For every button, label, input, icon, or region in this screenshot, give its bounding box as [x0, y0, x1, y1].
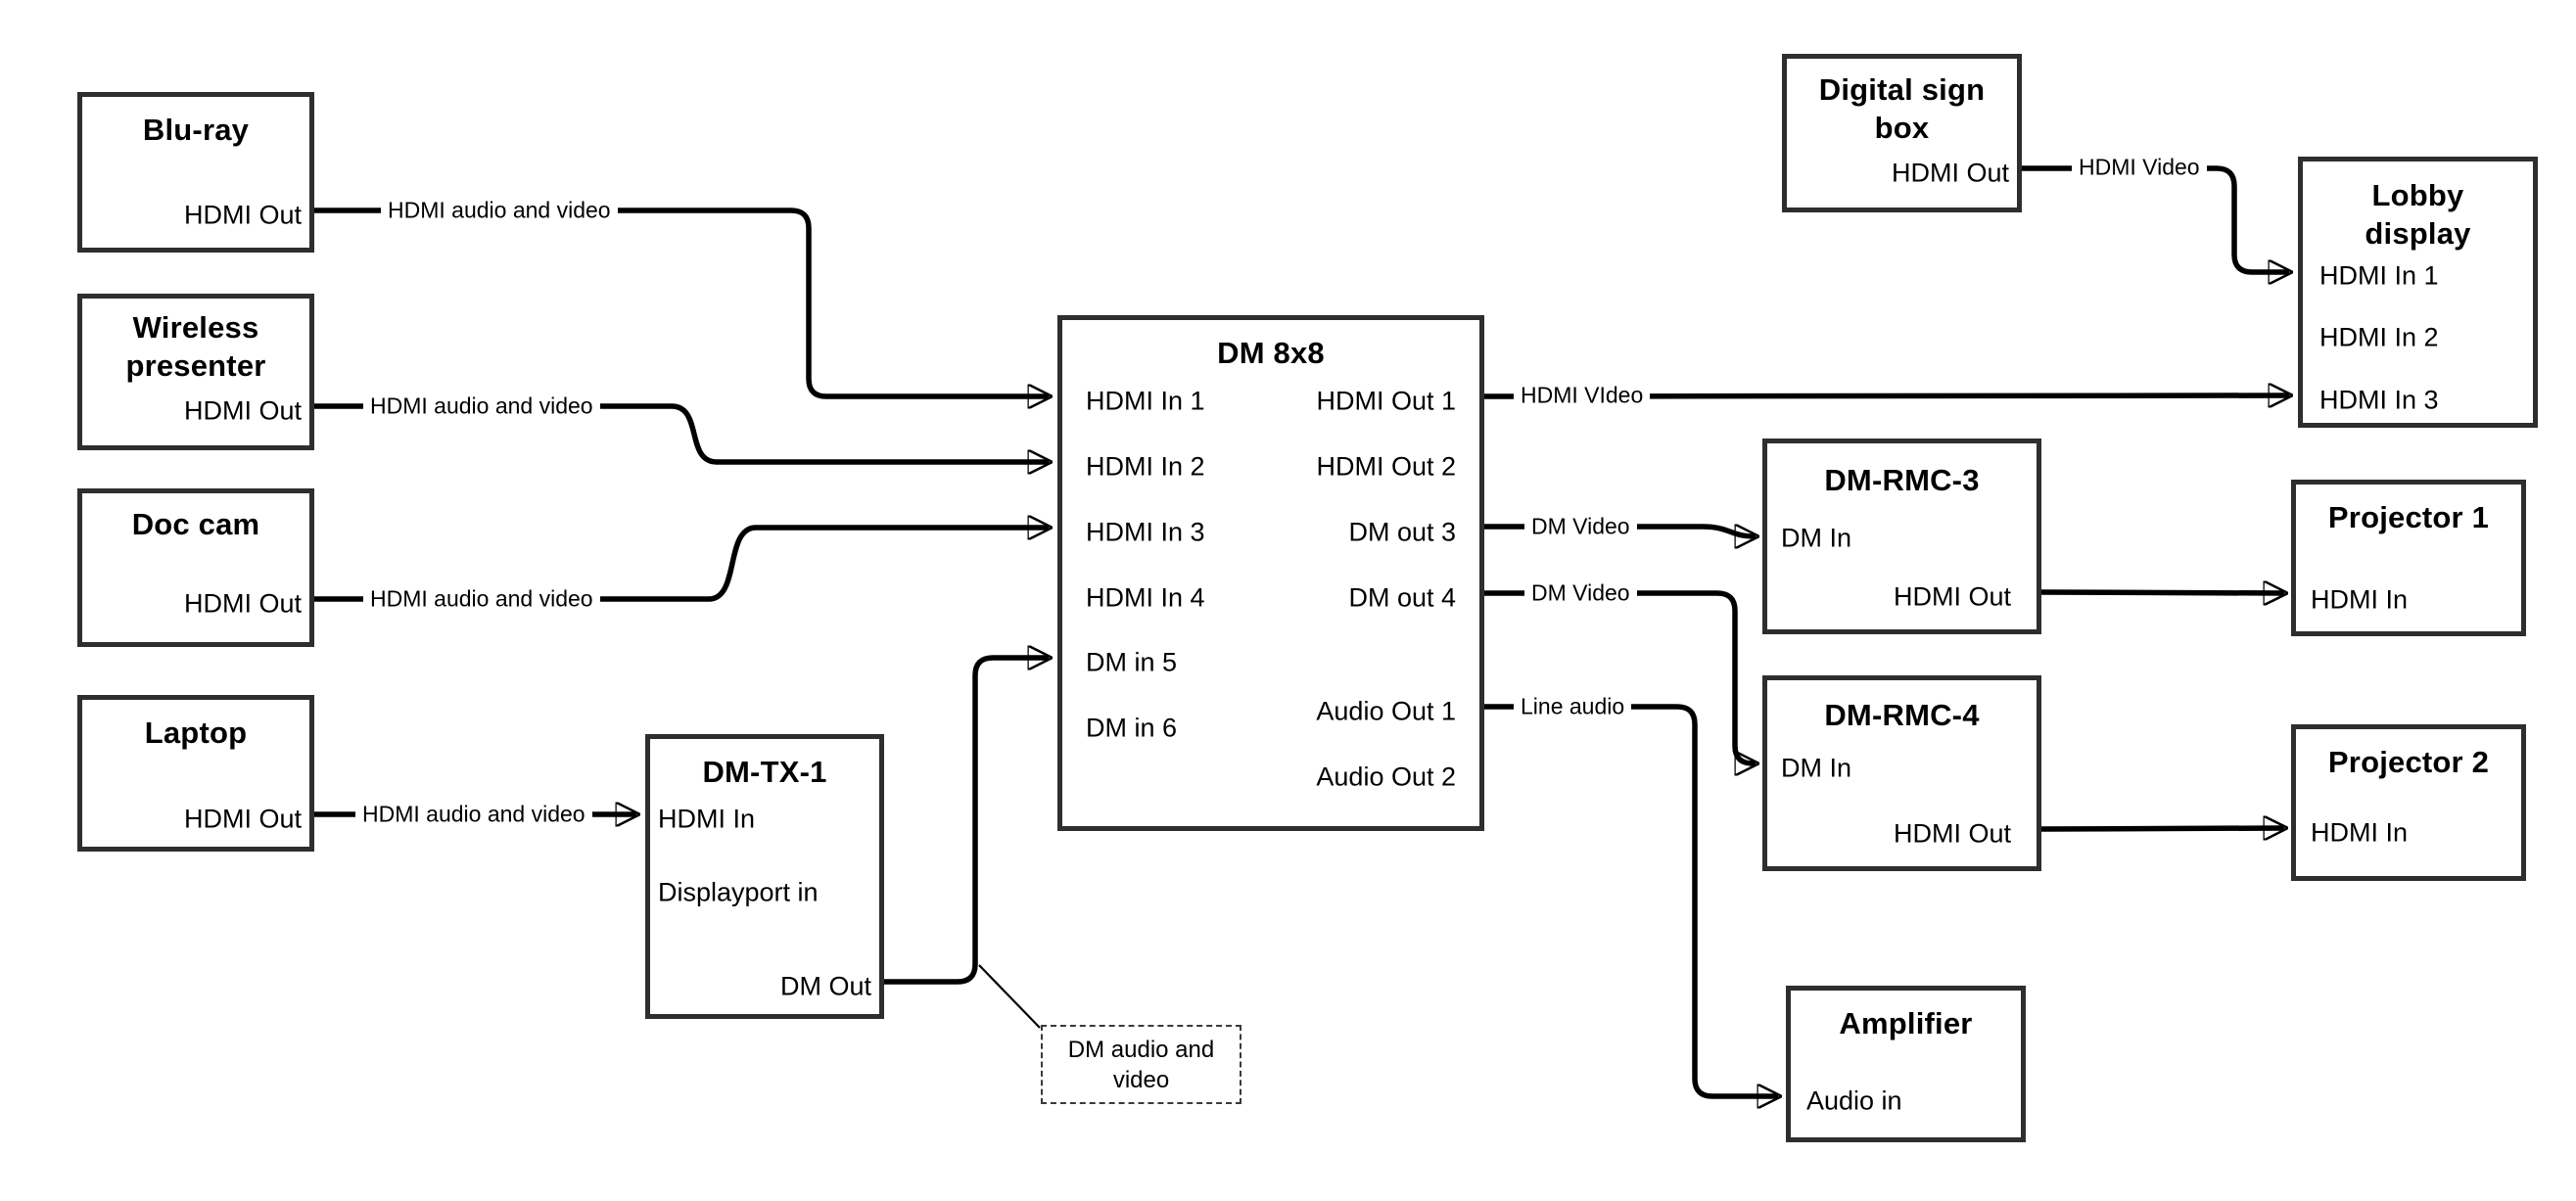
node-dm-rmc-3: DM-RMC-3 DM In HDMI Out: [1762, 439, 2041, 634]
port-hdmi-out: HDMI Out: [183, 804, 302, 834]
annotation-text: DM audio and video: [1067, 1036, 1215, 1093]
edge-label-dm-video-out3: DM Video: [1524, 511, 1637, 542]
port-hdmi-in-1: HDMI In 1: [2319, 260, 2439, 291]
port-hdmi-in-4: HDMI In 4: [1086, 582, 1205, 613]
edge-dmtx1-dmout-to-dm8x8-in5: [884, 658, 1049, 985]
edge-dm8x8-out4-to-dmrmc4-dmin: [1484, 590, 1756, 763]
port-displayport-in: Displayport in: [658, 877, 819, 907]
port-hdmi-in: HDMI In: [2311, 584, 2409, 615]
edge-dm8x8-out3-to-dmrmc3-dmin: [1484, 524, 1756, 536]
node-title: Lobby display: [2365, 178, 2471, 251]
edge-dm8x8-audio1-to-amplifier: [1484, 704, 1778, 1096]
port-hdmi-in-3: HDMI In 3: [1086, 517, 1205, 547]
port-hdmi-in: HDMI In: [658, 804, 756, 834]
annotation-leader-line: [978, 964, 1041, 1029]
node-projector-1: Projector 1 HDMI In: [2291, 480, 2526, 636]
port-hdmi-out: HDMI Out: [183, 395, 302, 426]
edge-label-hdmi-video-out1: HDMI VIdeo: [1514, 380, 1651, 411]
node-projector-2: Projector 2 HDMI In: [2291, 724, 2526, 881]
port-audio-out-2: Audio Out 2: [1316, 762, 1456, 792]
node-wireless-presenter: Wireless presenter HDMI Out: [77, 294, 314, 450]
edge-label-line-audio: Line audio: [1514, 691, 1632, 722]
port-audio-out-1: Audio Out 1: [1316, 696, 1456, 726]
port-hdmi-in: HDMI In: [2311, 817, 2409, 848]
node-dm-rmc-4: DM-RMC-4 DM In HDMI Out: [1762, 675, 2041, 871]
node-title: Projector 2: [2327, 745, 2490, 779]
edge-label-bluray-hdmi-av: HDMI audio and video: [381, 195, 618, 226]
node-title: Amplifier: [1839, 1006, 1973, 1040]
node-title: DM 8x8: [1217, 336, 1325, 370]
port-dm-out-3: DM out 3: [1348, 517, 1456, 547]
node-title: Projector 1: [2327, 500, 2490, 534]
edge-digitalsign-to-lobby-in1: [2022, 165, 2289, 272]
annotation-dm-audio-video: DM audio and video: [1041, 1025, 1241, 1104]
edge-label-hdmi-video-sign: HDMI Video: [2072, 152, 2207, 183]
node-laptop: Laptop HDMI Out: [77, 695, 314, 852]
edge-dmrmc4-to-proj2: [2040, 828, 2284, 829]
edge-label-wireless-hdmi-av: HDMI audio and video: [363, 391, 600, 422]
node-dm-8x8: DM 8x8 HDMI In 1 HDMI In 2 HDMI In 3 HDM…: [1057, 315, 1484, 831]
edge-dmrmc3-to-proj1: [2040, 592, 2284, 593]
node-dm-tx-1: DM-TX-1 HDMI In Displayport in DM Out: [645, 734, 884, 1019]
port-audio-in: Audio in: [1806, 1086, 1902, 1116]
edge-bluray-to-dm8x8-in1: [314, 208, 1049, 396]
port-hdmi-out: HDMI Out: [183, 588, 302, 619]
node-bluray: Blu-ray HDMI Out: [77, 92, 314, 253]
edge-wireless-to-dm8x8-in2: [314, 403, 1049, 462]
node-amplifier: Amplifier Audio in: [1786, 986, 2026, 1142]
node-title: DM-RMC-4: [1824, 698, 1980, 732]
edge-label-laptop-hdmi-av: HDMI audio and video: [355, 799, 592, 830]
port-hdmi-out: HDMI Out: [1893, 818, 2011, 849]
port-hdmi-out: HDMI Out: [1891, 158, 2009, 188]
port-hdmi-out-1: HDMI Out 1: [1316, 386, 1456, 416]
edge-label-dm-video-out4: DM Video: [1524, 577, 1637, 609]
node-digital-sign-box: Digital sign box HDMI Out: [1782, 54, 2022, 212]
node-title: Digital sign box: [1818, 72, 1986, 145]
node-title: Laptop: [144, 716, 248, 750]
node-title: DM-RMC-3: [1824, 463, 1980, 497]
node-title: DM-TX-1: [702, 755, 827, 789]
port-hdmi-out: HDMI Out: [183, 200, 302, 230]
node-title: Blu-ray: [142, 113, 250, 147]
port-dm-out: DM Out: [779, 971, 871, 1001]
port-hdmi-out: HDMI Out: [1893, 581, 2011, 612]
port-dm-out-4: DM out 4: [1348, 582, 1456, 613]
port-hdmi-in-3: HDMI In 3: [2319, 385, 2439, 415]
port-hdmi-in-2: HDMI In 2: [1086, 451, 1205, 482]
port-dm-in-6: DM in 6: [1086, 713, 1178, 743]
node-title: Wireless presenter: [125, 310, 266, 383]
port-dm-in: DM In: [1781, 753, 1852, 783]
node-doc-cam: Doc cam HDMI Out: [77, 488, 314, 647]
node-lobby-display: Lobby display HDMI In 1 HDMI In 2 HDMI I…: [2298, 157, 2538, 428]
edge-doccam-to-dm8x8-in3: [314, 528, 1049, 602]
port-hdmi-in-1: HDMI In 1: [1086, 386, 1205, 416]
port-hdmi-in-2: HDMI In 2: [2319, 322, 2439, 352]
edge-label-doccam-hdmi-av: HDMI audio and video: [363, 583, 600, 615]
port-dm-in: DM In: [1781, 523, 1852, 553]
node-title: Doc cam: [131, 507, 260, 541]
port-hdmi-out-2: HDMI Out 2: [1316, 451, 1456, 482]
port-dm-in-5: DM in 5: [1086, 647, 1178, 677]
